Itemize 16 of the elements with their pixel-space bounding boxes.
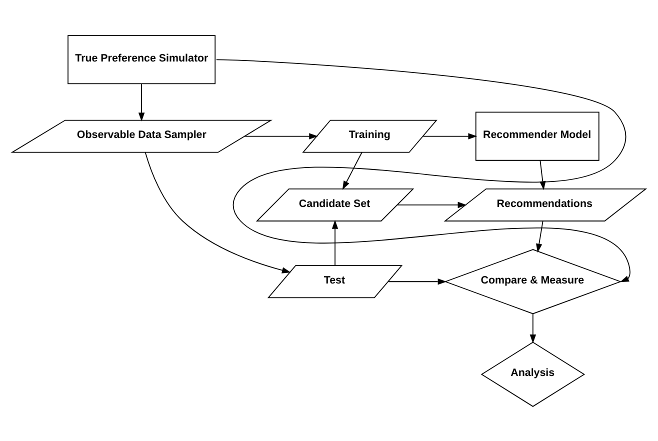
- arrow: [536, 220, 544, 252]
- node-diamond: Compare & Measure: [444, 248, 622, 314]
- arrow: [388, 278, 447, 284]
- arrow: [144, 152, 291, 273]
- arrow: [342, 151, 362, 190]
- arrow: [244, 132, 318, 139]
- arrow: [216, 58, 630, 282]
- arrow: [530, 312, 536, 343]
- arrow: [397, 201, 467, 208]
- node-box: Recommender Model: [475, 111, 600, 160]
- arrow: [332, 220, 338, 266]
- node-box: True Preference Simulator: [68, 34, 216, 84]
- arrow: [138, 82, 145, 122]
- arrow: [540, 160, 546, 190]
- arrow: [422, 132, 478, 139]
- node-diamond: Analysis: [480, 341, 586, 406]
